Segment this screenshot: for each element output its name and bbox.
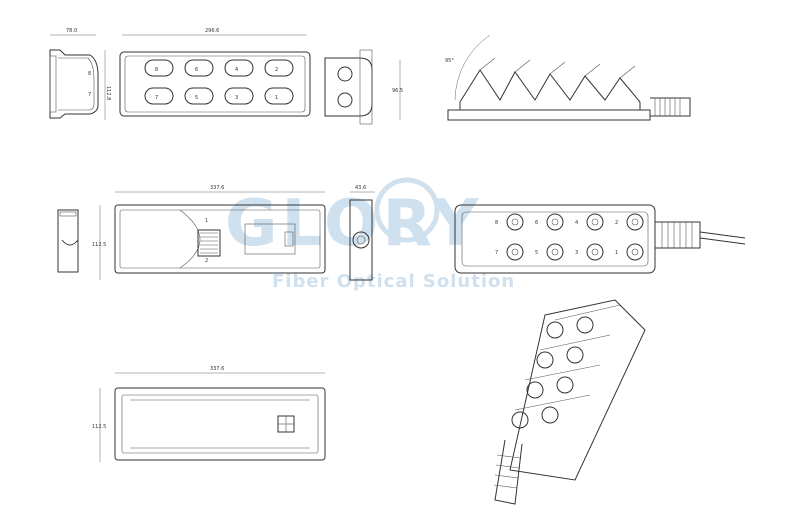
side-profile-mid [57,209,79,273]
watermark: GLORY Fiber Optical Solution [225,177,515,292]
port-label: 7 [88,92,91,98]
base-plan-view: 337.6 112.5 [92,366,326,462]
end-view-mid: 43.6 [349,185,375,281]
port-label: 2 [275,67,278,73]
port-label: 5 [195,95,198,101]
dim-bottom-main-width: 337.6 [210,366,224,372]
dim-side-view-height: 96.5 [392,88,403,94]
port-label: 2 [205,258,208,264]
dim-mid-side-width: 43.6 [355,185,366,191]
port-label: 8 [88,71,91,77]
dim-mid-main-width: 337.6 [210,185,224,191]
watermark-tagline: Fiber Optical Solution [272,271,515,292]
isometric-view [493,299,646,505]
dim-top-main-width: 296.6 [205,28,219,34]
connector-top-view: 8 6 4 2 7 5 3 1 [454,204,746,274]
port-label: 2 [615,220,618,226]
port-label: 6 [195,67,198,73]
port-label: 7 [495,250,498,256]
port-block-side [324,49,373,125]
dim-bottom-main-height: 112.5 [92,424,106,430]
connector-group [506,213,644,261]
iso-connector-group [511,316,594,429]
port-label: 8 [495,220,498,226]
angled-side-view: 96.5 95° [392,34,691,121]
port-label: 3 [575,250,578,256]
top-main-view: 296.6 112.8 8 6 4 2 7 5 3 1 [104,28,311,120]
main-base-view: 337.6 112.5 1 2 [92,185,326,280]
dim-top-main-height: 112.8 [105,86,111,100]
port-label: 4 [575,220,578,226]
end-view-top: 78.0 8 7 [49,28,99,119]
port-label: 1 [205,218,208,224]
dim-top-side-width: 78.0 [66,28,77,34]
port-label: 4 [235,67,238,73]
port-label: 8 [155,67,158,73]
port-label: 1 [615,250,618,256]
port-row-top [144,59,294,105]
dim-mid-main-height: 112.5 [92,242,106,248]
port-label: 7 [155,95,158,101]
dim-side-view-angle: 95° [445,58,454,64]
port-label: 1 [275,95,278,101]
port-label: 6 [535,220,538,226]
port-label: 3 [235,95,238,101]
globe-icon [374,177,440,243]
port-label: 5 [535,250,538,256]
